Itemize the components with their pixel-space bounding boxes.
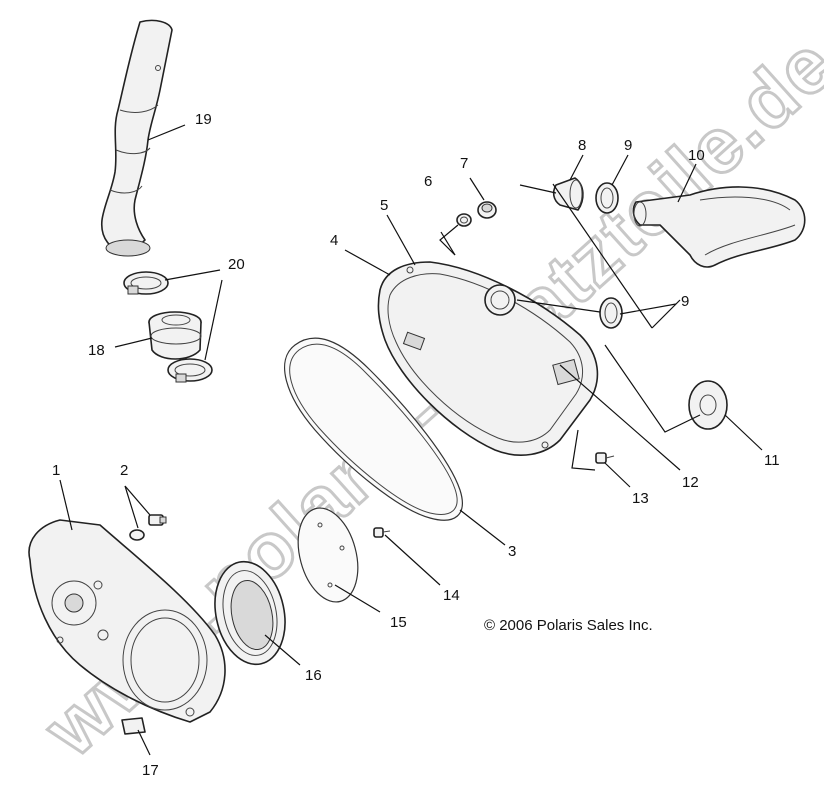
callout-11: 11 — [764, 452, 780, 469]
part-19-clamp-upper[interactable] — [123, 271, 169, 295]
callout-7: 7 — [460, 155, 468, 172]
callout-17: 17 — [142, 762, 159, 779]
part-13-screw[interactable] — [595, 452, 615, 464]
copyright-text: © 2006 Polaris Sales Inc. — [484, 617, 653, 634]
part-4-outer-cover[interactable] — [377, 261, 599, 456]
part-14-screw[interactable] — [373, 527, 391, 538]
part-15-seal-plate[interactable] — [289, 501, 368, 608]
callout-3: 3 — [508, 543, 516, 560]
callout-12: 12 — [682, 474, 699, 491]
callout-19: 20 — [228, 256, 245, 273]
callout-16: 16 — [305, 667, 322, 684]
callout-15: 15 — [390, 614, 407, 631]
callout-5: 5 — [380, 197, 388, 214]
callout-6: 6 — [424, 173, 432, 190]
part-2-bolt-washer[interactable] — [129, 514, 167, 541]
callout-20: 18 — [88, 342, 105, 359]
callout-1: 1 — [52, 462, 60, 479]
part-11-seal[interactable] — [688, 380, 728, 430]
callout-14: 14 — [443, 587, 460, 604]
part-6-o-ring[interactable] — [456, 213, 472, 227]
part-16-seal-ring[interactable] — [206, 555, 294, 671]
callout-8: 8 — [578, 137, 586, 154]
part-9-clamp-lower[interactable] — [599, 297, 623, 329]
callout-4: 4 — [330, 232, 338, 249]
part-17-label[interactable] — [121, 717, 146, 735]
callout-18: 19 — [195, 111, 212, 128]
part-3-drive-belt[interactable] — [284, 337, 463, 521]
part-18-intake-duct[interactable] — [101, 19, 173, 257]
part-7-plug[interactable] — [477, 201, 497, 219]
callout-10: 10 — [688, 147, 705, 164]
leader-lines — [59, 124, 763, 756]
part-1-inner-cover[interactable] — [28, 519, 226, 723]
callout-numbers: 19 20 18 1 2 17 3 4 5 6 7 8 9 10 9 11 12… — [52, 111, 780, 779]
part-19-clamp-lower[interactable] — [167, 358, 213, 383]
callout-9-lower: 9 — [681, 293, 689, 310]
callout-9-upper: 9 — [624, 137, 632, 154]
part-20-boot[interactable] — [148, 311, 202, 360]
callout-13: 13 — [632, 490, 649, 507]
callout-2: 2 — [120, 462, 128, 479]
part-10-air-duct[interactable] — [632, 186, 806, 268]
part-9-clamp-upper[interactable] — [595, 182, 619, 214]
